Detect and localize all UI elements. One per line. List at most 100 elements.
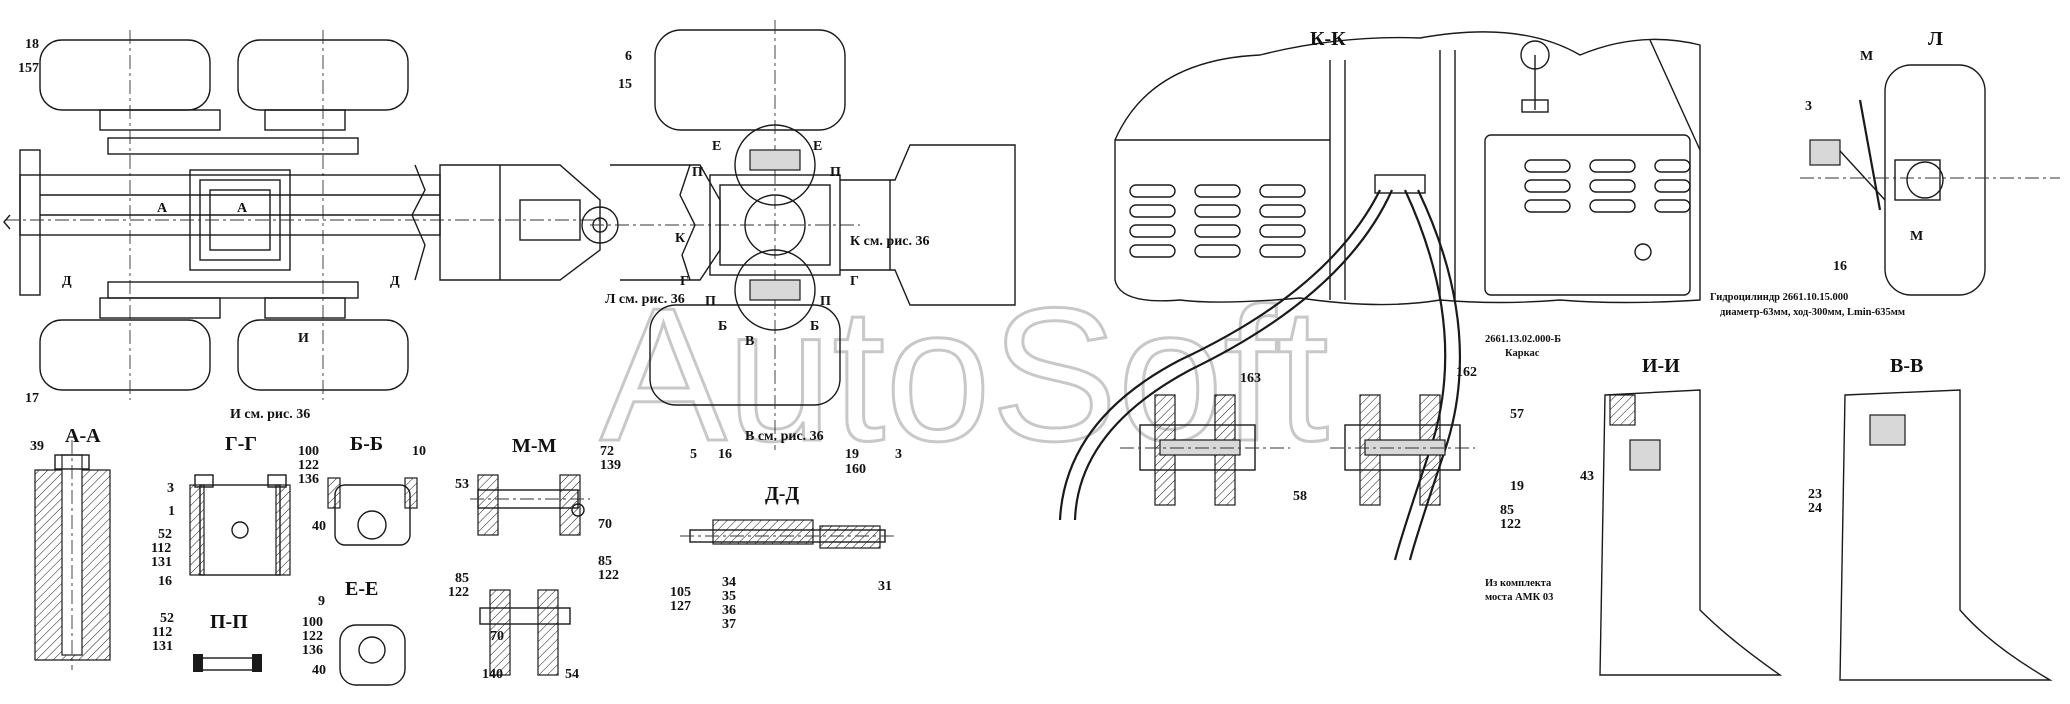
part-number: 57 — [1510, 407, 1524, 422]
section-mark-d1: Д — [62, 274, 72, 289]
part-number: 10 — [412, 444, 426, 459]
section-mark-e2: Е — [813, 139, 822, 154]
part-number: 100 — [298, 444, 319, 459]
part-number: 122 — [298, 458, 319, 473]
section-mark-p1: П — [692, 165, 703, 180]
part-number: 40 — [312, 519, 326, 534]
section-mark-m1: М — [1860, 49, 1873, 64]
part-number: 37 — [722, 617, 736, 632]
detail-pp — [193, 654, 262, 672]
part-number: 72 — [600, 444, 614, 459]
detail-dd — [680, 519, 895, 549]
section-mark-a1: А — [157, 201, 168, 216]
section-mark-v: В — [745, 334, 754, 349]
part-number: 70 — [598, 517, 612, 532]
section-mark-p4: П — [820, 294, 831, 309]
part-number: 5 — [690, 447, 697, 462]
view-kk — [1058, 31, 1701, 561]
part-number: 18 — [25, 37, 39, 52]
cylinder-note-line2: диаметр-63мм, ход-300мм, Lmin-635мм — [1720, 307, 1905, 318]
view-title-kk: К-К — [1310, 28, 1346, 50]
part-number: 136 — [302, 643, 323, 658]
plan-view-center — [590, 20, 1016, 450]
part-number: 3 — [167, 481, 174, 496]
section-mark-p2: П — [830, 165, 841, 180]
detail-aa — [34, 440, 111, 670]
part-number: 15 — [618, 77, 632, 92]
detail-ee — [339, 589, 571, 686]
part-number: 19 — [845, 447, 859, 462]
part-number: 136 — [298, 472, 319, 487]
part-number: 122 — [1500, 517, 1521, 532]
frame-code: 2661.13.02.000-Б — [1485, 334, 1561, 345]
frame-name: Каркас — [1505, 348, 1540, 359]
view-title-l: Л — [1928, 28, 1943, 50]
detail-bb — [327, 477, 418, 546]
view-title-vv: В-В — [1890, 355, 1923, 377]
part-number: 139 — [600, 458, 621, 473]
part-number: 122 — [302, 629, 323, 644]
part-number: 3 — [895, 447, 902, 462]
part-number: 112 — [152, 625, 172, 640]
view-title-mm: М-М — [512, 435, 557, 457]
part-number: 23 — [1808, 487, 1822, 502]
part-number: 162 — [1456, 365, 1477, 380]
part-number: 140 — [482, 667, 503, 682]
part-number: 34 — [722, 575, 736, 590]
section-mark-d2: Д — [390, 274, 400, 289]
part-number: 9 — [318, 594, 325, 609]
part-number: 1 — [168, 504, 175, 519]
part-number: 131 — [152, 639, 173, 654]
section-mark-i: И — [298, 331, 309, 346]
section-mark-g2: Г — [850, 274, 859, 289]
view-title-ee: Е-Е — [345, 578, 378, 600]
view-title-bb: Б-Б — [350, 433, 383, 455]
part-number: 85 — [455, 571, 469, 586]
part-number: 6 — [625, 49, 632, 64]
ref-i-36: И см. рис. 36 — [230, 407, 310, 422]
part-number: 70 — [490, 629, 504, 644]
part-number: 163 — [1240, 371, 1261, 386]
part-number: 39 — [30, 439, 44, 454]
section-mark-g1: Г — [680, 274, 689, 289]
view-title-dd: Д-Д — [765, 483, 799, 505]
part-number: 36 — [722, 603, 736, 618]
part-number: 105 — [670, 585, 691, 600]
part-number: 122 — [448, 585, 469, 600]
plan-view-left — [3, 30, 619, 400]
part-number: 85 — [1500, 503, 1514, 518]
ref-v-36: В см. рис. 36 — [745, 429, 824, 444]
view-title-ii: И-И — [1642, 355, 1680, 377]
part-number: 127 — [670, 599, 691, 614]
cylinder-note-line1: Гидроцилиндр 2661.10.15.000 — [1710, 292, 1848, 303]
section-mark-e1: Е — [712, 139, 721, 154]
ref-l-36: Л см. рис. 36 — [605, 292, 685, 307]
view-l — [1800, 64, 2060, 296]
part-number: 160 — [845, 462, 866, 477]
part-number: 16 — [158, 574, 172, 589]
part-number: 54 — [565, 667, 579, 682]
section-mark-m2: М — [1910, 229, 1923, 244]
part-number: 53 — [455, 477, 469, 492]
kit-note-line1: Из комплекта — [1485, 578, 1552, 589]
section-mark-a2: А — [237, 201, 248, 216]
view-title-pp: П-П — [210, 611, 248, 633]
part-number: 131 — [151, 555, 172, 570]
part-number: 24 — [1808, 501, 1822, 516]
part-number: 157 — [18, 61, 39, 76]
part-number: 16 — [718, 447, 732, 462]
part-number: 17 — [25, 391, 39, 406]
detail-mm — [470, 474, 590, 536]
part-number: 52 — [158, 527, 172, 542]
section-mark-b1: Б — [718, 319, 727, 334]
part-number: 100 — [302, 615, 323, 630]
part-number: 122 — [598, 568, 619, 583]
part-number: 43 — [1580, 469, 1594, 484]
view-title-gg: Г-Г — [225, 433, 257, 455]
section-mark-b2: Б — [810, 319, 819, 334]
section-mark-p3: П — [705, 294, 716, 309]
section-mark-k: К — [675, 231, 686, 246]
part-number: 40 — [312, 663, 326, 678]
view-title-aa: А-А — [65, 425, 101, 447]
